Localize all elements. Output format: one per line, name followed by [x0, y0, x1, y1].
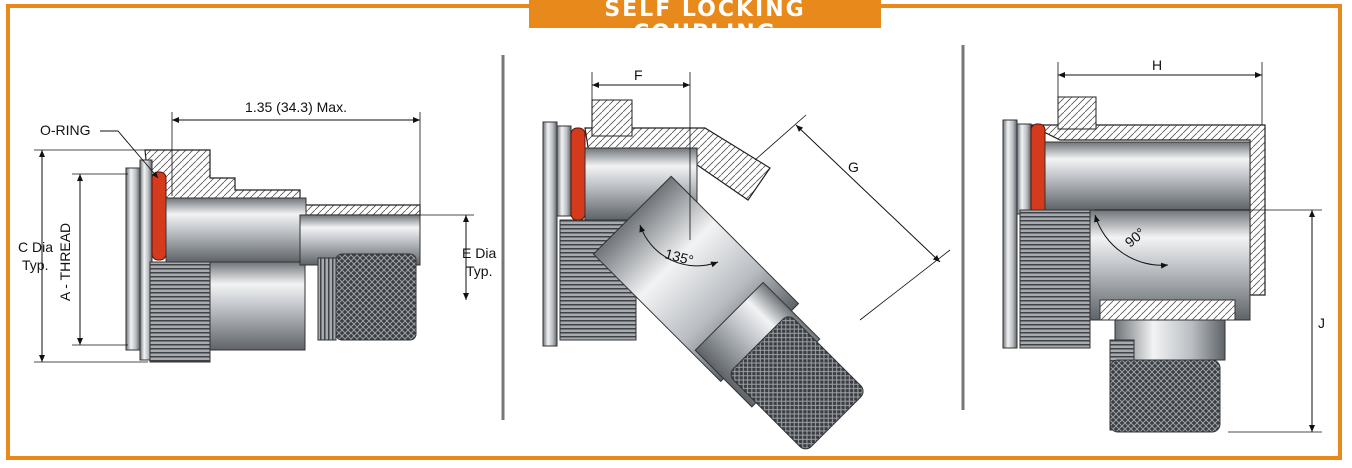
c-dia-typ-label: Typ.: [22, 257, 48, 273]
e-dia-label: E Dia: [462, 245, 496, 261]
drawing-frame: SELF LOCKING COUPLING: [6, 0, 1342, 460]
e-dia-typ-label: Typ.: [466, 263, 492, 279]
angle-90-connector-view: H J 90°: [1002, 57, 1325, 433]
oring-label: O-RING: [40, 122, 91, 138]
front-flange: [125, 167, 141, 351]
cable-grip: [730, 316, 864, 450]
cable-grip: [335, 253, 417, 341]
f-dimension-label: F: [634, 67, 643, 83]
j-dimension-label: J: [1318, 315, 1325, 331]
cable-grip: [1109, 359, 1221, 433]
angle-135-label: 135°: [663, 245, 695, 268]
o-ring: [151, 171, 167, 261]
dimension-length-label: 1.35 (34.3) Max.: [245, 99, 347, 115]
coupling-nut: [149, 261, 211, 363]
thread-label: A - THREAD: [57, 223, 73, 301]
o-ring: [1030, 123, 1046, 215]
page-title: SELF LOCKING COUPLING: [529, 0, 881, 28]
o-ring: [570, 127, 586, 221]
angle-135-connector-view: F G 135°: [542, 67, 951, 450]
h-dimension-label: H: [1152, 57, 1162, 73]
c-dia-label: C Dia: [18, 239, 53, 255]
straight-connector-view: 1.35 (34.3) Max. O-RING C Dia Typ. A - T…: [18, 99, 496, 363]
g-dimension-label: G: [848, 159, 859, 175]
coupling-nut: [1019, 209, 1091, 349]
